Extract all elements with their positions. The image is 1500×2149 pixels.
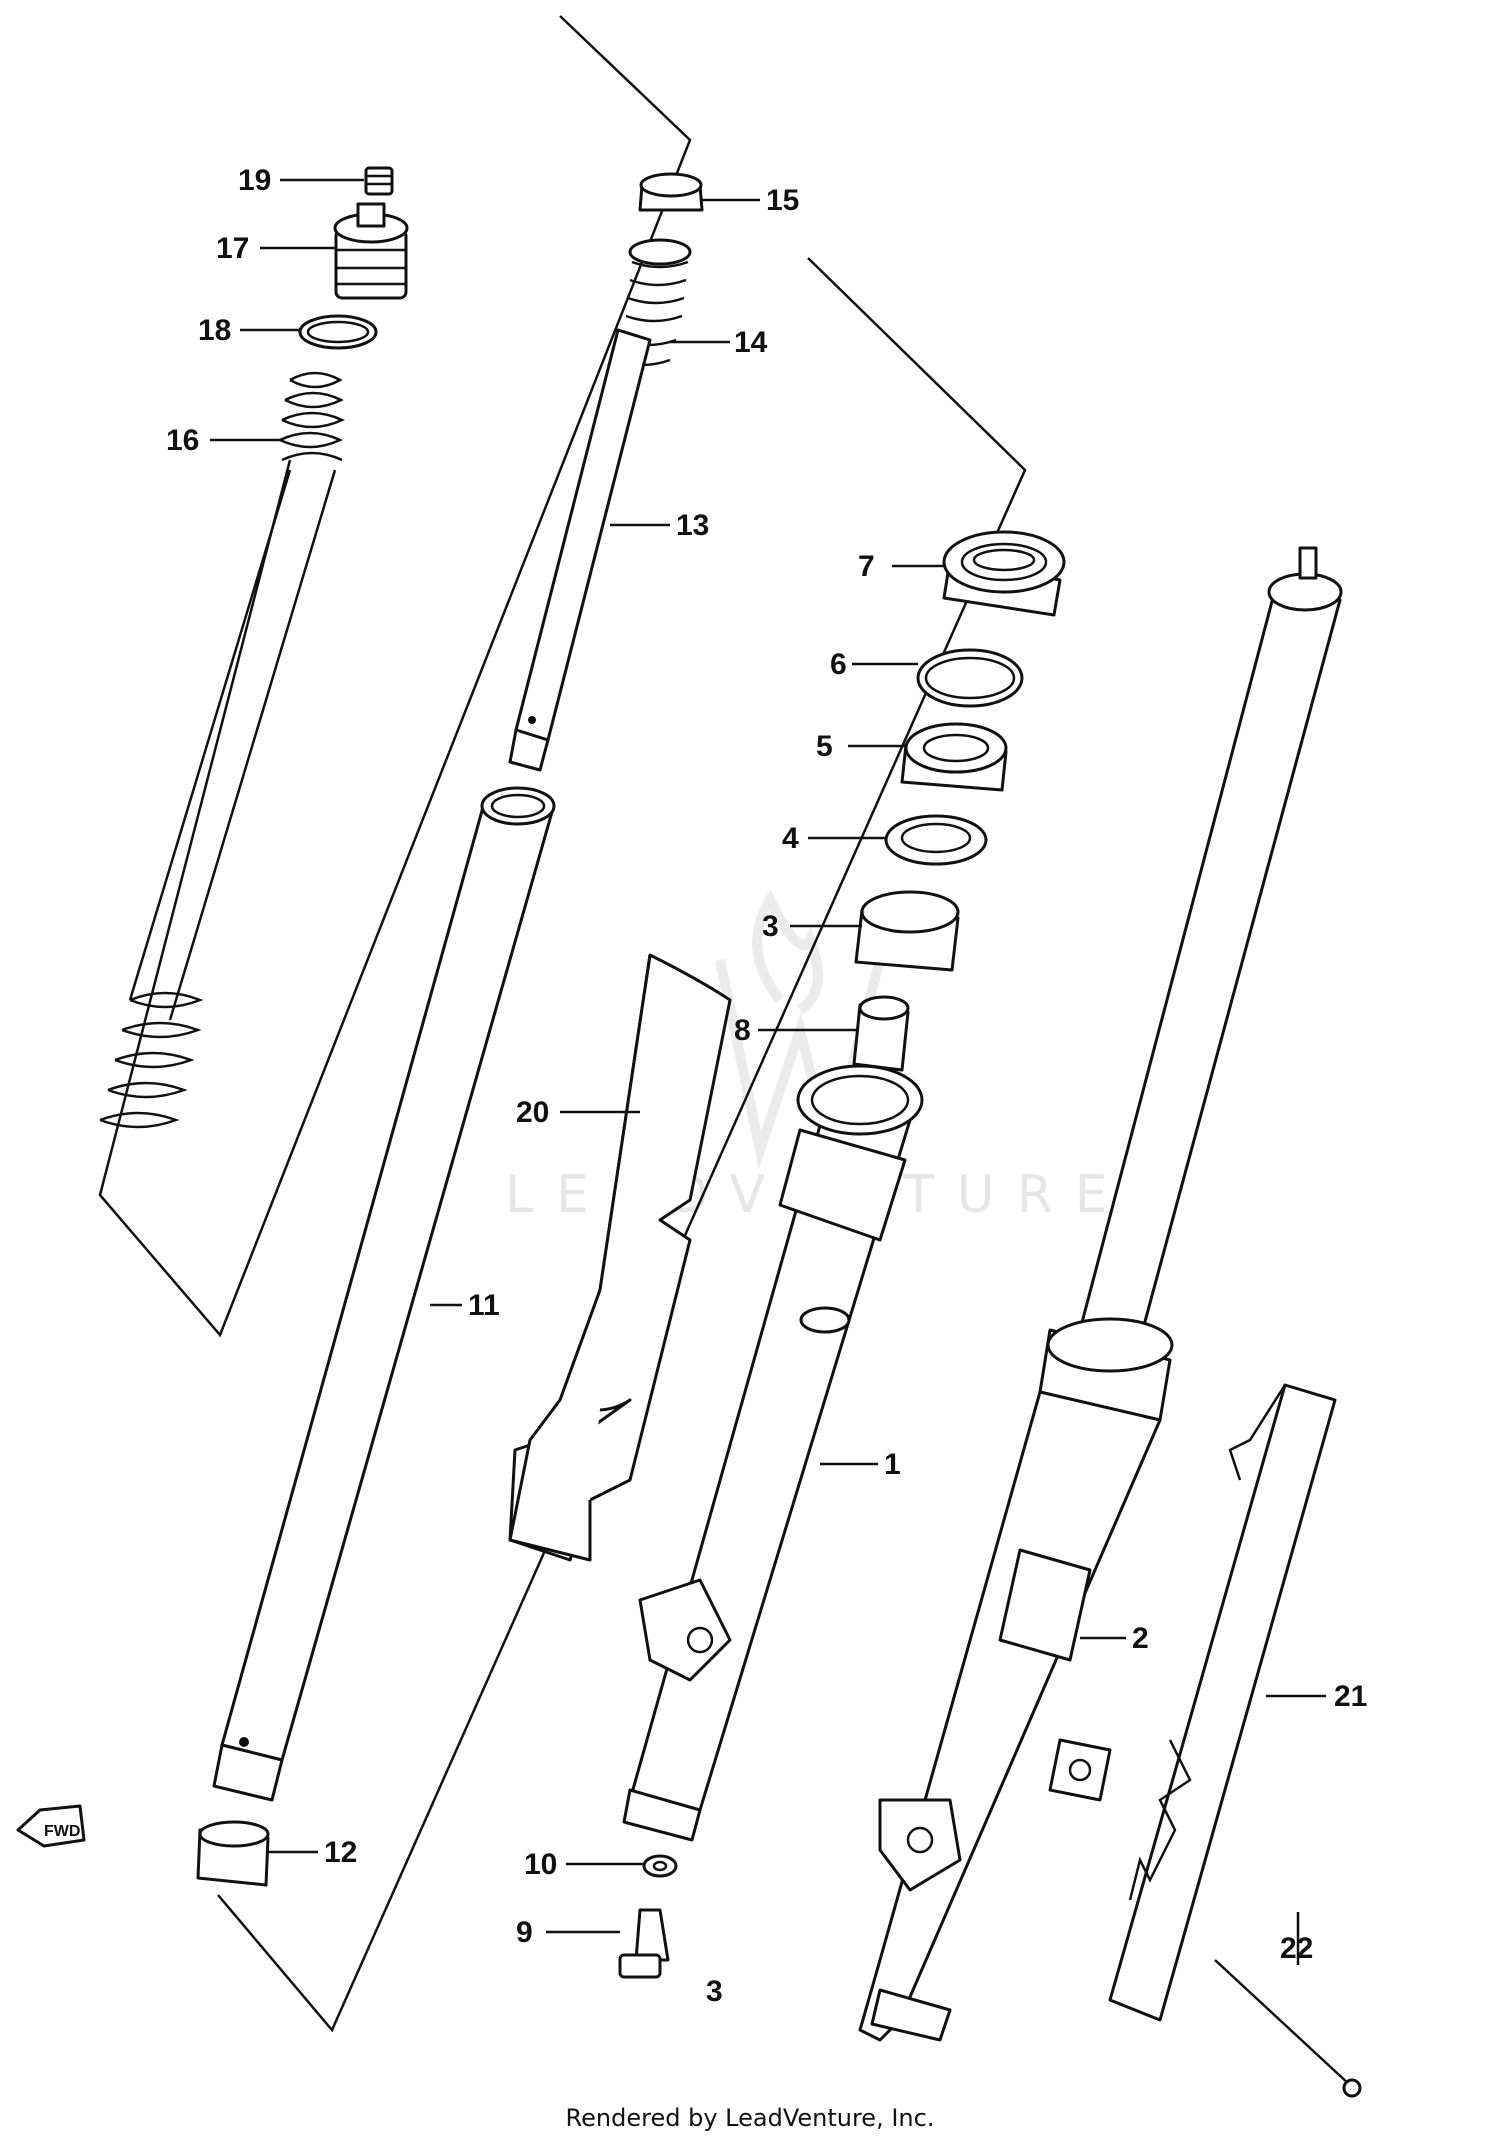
part-11-inner-tube <box>212 786 556 1802</box>
callout-22: 22 <box>1280 1932 1313 1965</box>
part-13-damper-rod <box>508 328 652 772</box>
part-4-washer <box>884 814 988 866</box>
part-5-oil-seal <box>900 722 1008 792</box>
callout-15: 15 <box>766 184 799 217</box>
part-6-stopper-ring <box>916 648 1024 708</box>
part-1-outer-tube <box>622 1064 924 1842</box>
callout-9: 9 <box>516 1916 533 1949</box>
callout-21: 21 <box>1334 1680 1367 1713</box>
callout-1: 1 <box>884 1448 901 1481</box>
callout-17: 17 <box>216 232 249 265</box>
part-20-fork-guard <box>508 953 732 1562</box>
callout-leaders <box>210 178 1326 1965</box>
callout-18: 18 <box>198 314 231 347</box>
callout-5: 5 <box>816 730 833 763</box>
front-badge-label: FWD <box>44 1823 80 1840</box>
part-19-bolt <box>364 166 394 196</box>
part-14-rebound-spring <box>613 238 692 367</box>
part-10-washer <box>642 1854 678 1878</box>
part-22-pin <box>1214 1959 1362 2098</box>
part-15-ring <box>638 172 704 212</box>
part-12-bushing <box>196 1820 270 1887</box>
callout-4: 4 <box>782 822 799 855</box>
callout-6: 6 <box>830 648 847 681</box>
footer-credit: Rendered by LeadVenture, Inc. <box>565 2104 935 2132</box>
part-7-dust-seal <box>942 530 1066 617</box>
callout-8: 8 <box>734 1014 751 1047</box>
part-9-drain-bolt <box>618 1908 670 1979</box>
callout-3: 3 <box>762 910 779 943</box>
callout-7: 7 <box>858 550 875 583</box>
callout-14: 14 <box>734 326 768 359</box>
callout-20: 20 <box>516 1096 549 1129</box>
part-8-oil-lock-piece <box>852 995 910 1072</box>
front-direction-badge: FWD <box>16 1804 86 1848</box>
callout-19: 19 <box>238 164 271 197</box>
part-3-guide-bushing <box>854 890 960 972</box>
part-16-spring <box>99 371 345 1129</box>
callout-11: 11 <box>468 1289 500 1322</box>
callout-13: 13 <box>676 509 709 542</box>
part-17-cap <box>333 202 409 300</box>
stray-mark: 3 <box>706 1975 723 2008</box>
part-2-fork-assembly-right <box>858 546 1343 2042</box>
callout-numbers: 19 17 18 16 15 14 13 7 6 5 4 3 8 20 11 1… <box>166 164 1367 1965</box>
part-21-fork-guard <box>1108 1383 1337 2022</box>
callout-16: 16 <box>166 424 199 457</box>
callout-12: 12 <box>324 1836 357 1869</box>
callout-10: 10 <box>524 1848 557 1881</box>
callout-2: 2 <box>1132 1622 1149 1655</box>
